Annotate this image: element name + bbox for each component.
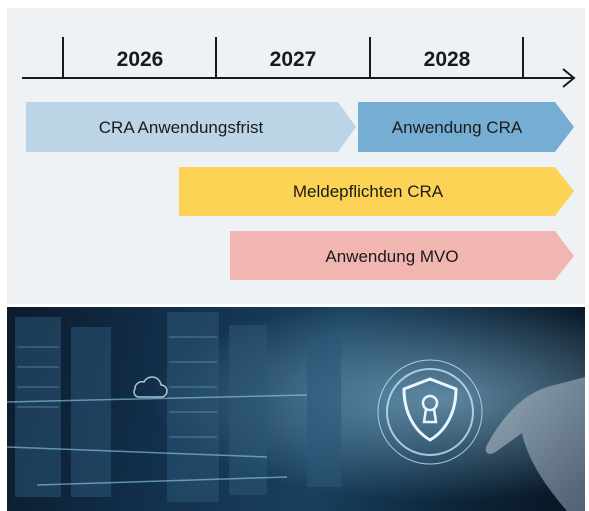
bar-label: CRA Anwendungsfrist [99, 118, 264, 137]
shield-keyhole-icon [402, 377, 458, 442]
bar-anwendung-cra [358, 102, 574, 152]
cloud-icon [133, 376, 168, 398]
bar-cra-anwendungsfrist [26, 102, 356, 152]
hand-silhouette [485, 377, 585, 511]
bar-meldepflichten-cra [179, 167, 574, 216]
year-label-2026: 2026 [117, 48, 164, 71]
year-label-2027: 2027 [270, 48, 317, 71]
bar-label: Meldepflichten CRA [293, 182, 444, 201]
bar-label: Anwendung CRA [392, 118, 523, 137]
axis-arrow-icon [562, 68, 576, 88]
bar-label: Anwendung MVO [325, 247, 458, 266]
cybersecurity-banner-image [7, 307, 585, 511]
year-label-2028: 2028 [424, 48, 471, 71]
bar-anwendung-mvo [230, 231, 574, 280]
